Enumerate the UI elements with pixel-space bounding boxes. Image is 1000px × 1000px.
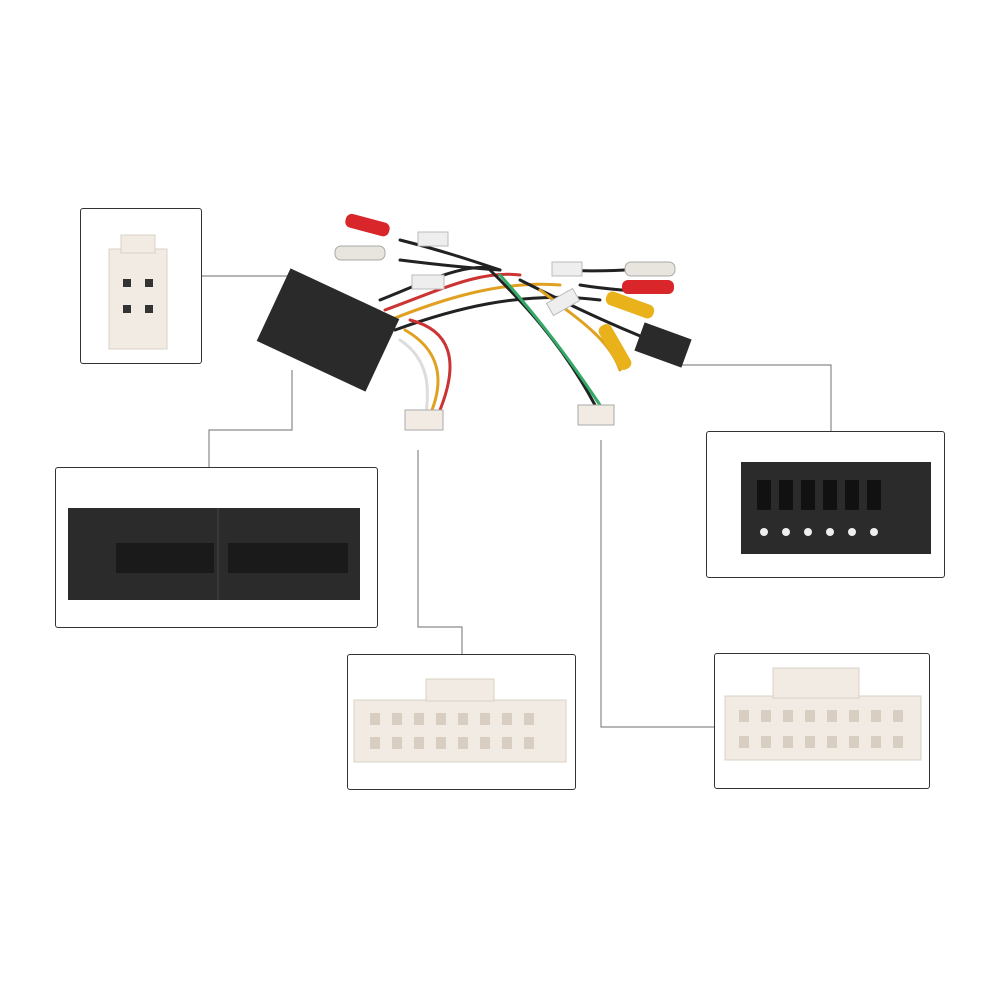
callout-white-connector-left	[347, 654, 576, 790]
black-connector-small	[634, 322, 692, 368]
black-connector-large	[256, 268, 400, 392]
callout-black-connector-right	[706, 431, 945, 578]
rca-yellow-2	[598, 324, 632, 370]
callout-small-white-connector	[80, 208, 202, 364]
callout-white-connector-right	[714, 653, 930, 789]
wire-tag-4	[545, 287, 581, 317]
white-connector-a	[404, 409, 444, 431]
black-quadlock-connector-image	[68, 508, 360, 600]
leader-line-3	[417, 450, 463, 654]
callout-large-black-connector	[55, 467, 378, 628]
wire-tag-3	[551, 261, 583, 277]
wire-tag-2	[411, 274, 445, 290]
white-multipin-connector-image	[724, 667, 922, 761]
rca-white-1	[334, 245, 386, 261]
white-connector-b	[577, 404, 615, 426]
white-multipin-connector-image	[353, 678, 567, 763]
leader-line-4	[680, 364, 832, 431]
rca-white-2	[624, 261, 676, 277]
rca-red-1	[345, 213, 390, 237]
wire-tag-1	[417, 231, 449, 247]
rca-red-2	[622, 280, 674, 294]
leader-line-2	[208, 370, 293, 467]
leader-line-5	[600, 440, 714, 728]
white-4pin-connector-image	[108, 234, 168, 350]
rca-yellow-1	[605, 291, 655, 319]
black-16pin-connector-image	[741, 462, 931, 554]
